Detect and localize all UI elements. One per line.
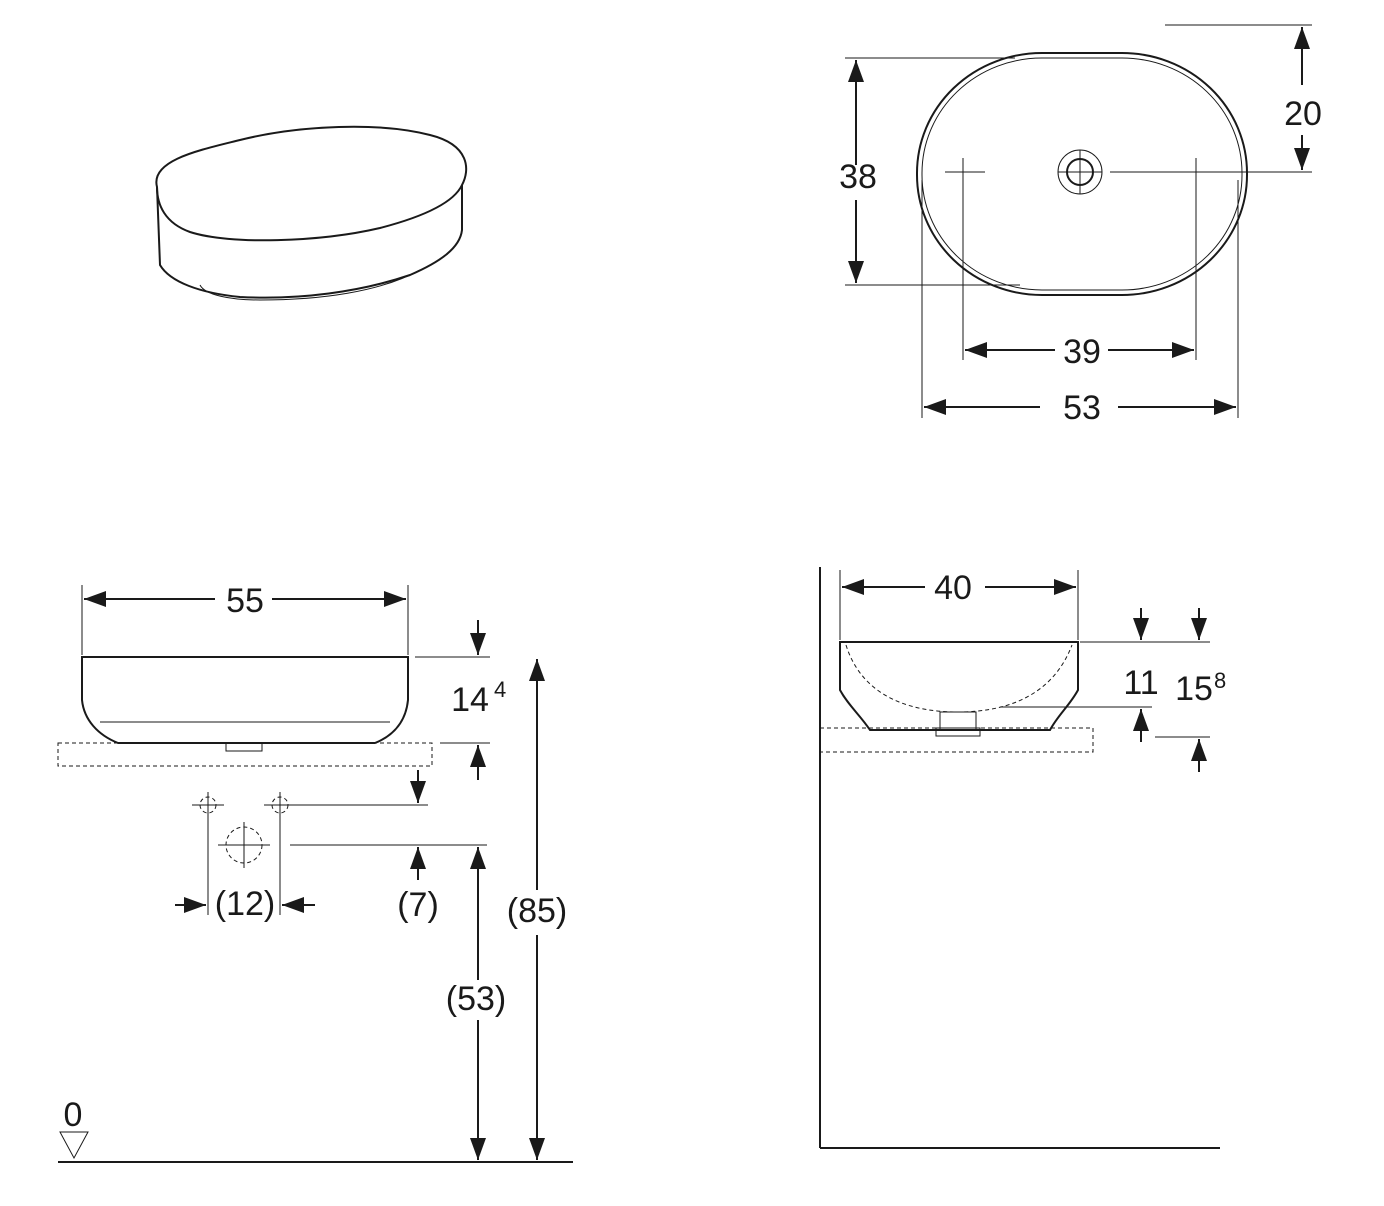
floor-level-label: 0: [64, 1096, 83, 1134]
perspective-view: [155, 125, 468, 301]
drain-icon: [1057, 149, 1103, 195]
dim-height-sup: 4: [494, 677, 506, 702]
dim-tap-offset-7: (7): [397, 886, 439, 924]
dim-tap-spacing-12: (12): [215, 885, 275, 923]
front-view: 55 14 4 (12) (7) (53) (85) 0: [57, 582, 573, 1163]
dim-bowl-height-11: 11: [1123, 664, 1158, 702]
dim-depth-38: 38: [839, 158, 877, 196]
dim-width-55: 55: [226, 582, 264, 620]
dim-tap-spacing-39: 39: [1063, 333, 1101, 371]
dim-height-15: 15: [1175, 670, 1213, 708]
dim-drain-height-53: (53): [446, 980, 506, 1018]
dim-total-height-85: (85): [507, 892, 567, 930]
drain-icon: [218, 822, 270, 868]
tap-hole-icon: [264, 792, 428, 915]
side-view: 40 11 15 8: [819, 567, 1226, 1149]
dim-width-53: 53: [1063, 389, 1101, 427]
dim-height-14: 14: [451, 681, 489, 719]
dim-height-sup: 8: [1214, 668, 1226, 693]
dim-depth-40: 40: [934, 569, 972, 607]
tap-hole-icon: [192, 792, 224, 915]
dim-drain-offset-20: 20: [1284, 95, 1322, 133]
floor-level-icon: [59, 1131, 89, 1160]
plan-view: 38 20 39 53: [839, 24, 1322, 427]
